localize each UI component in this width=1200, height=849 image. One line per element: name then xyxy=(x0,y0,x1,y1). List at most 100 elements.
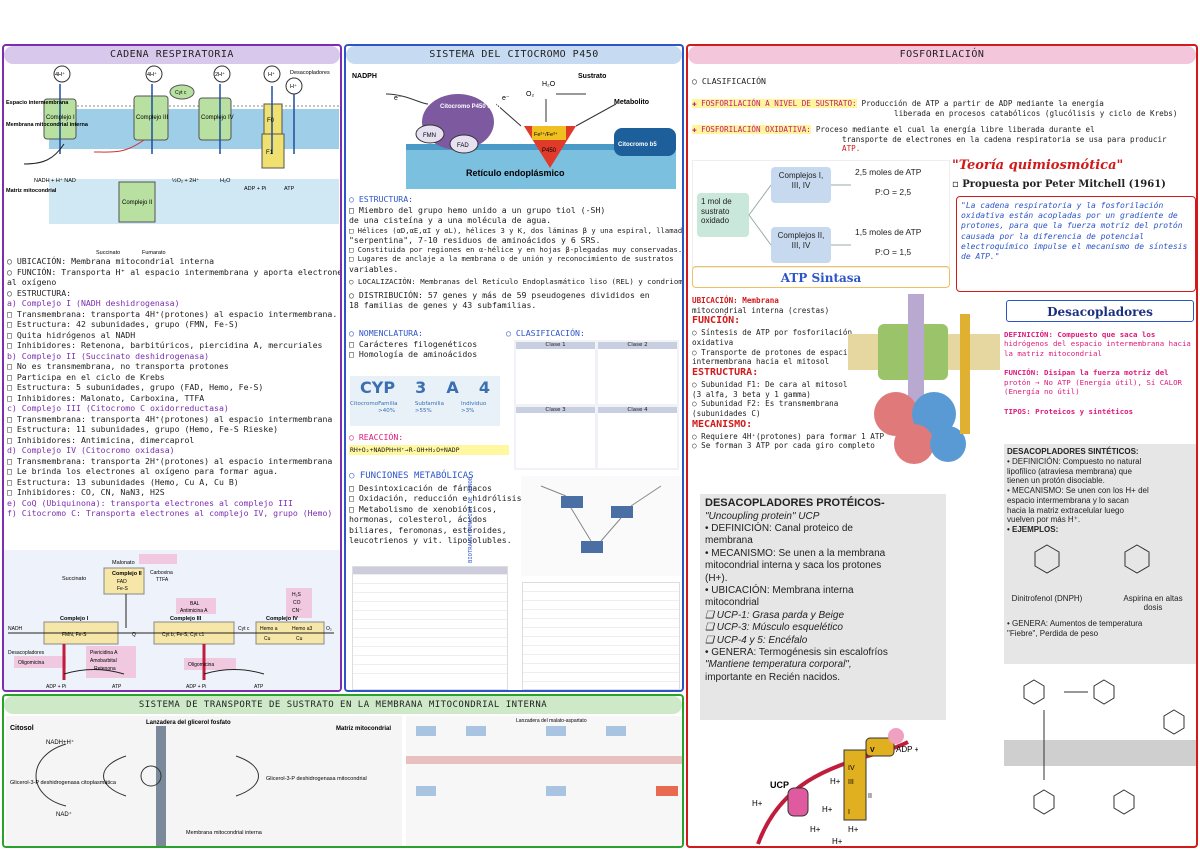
label-cytc: Cyt c xyxy=(175,90,187,96)
nomenclatura-item: □ Homología de aminoácidos xyxy=(349,349,478,359)
quote-line: "La cadena respiratoria y la fosforilaci… xyxy=(961,201,1164,210)
lanzaderas-panel: SISTEMA DE TRANSPORTE DE SUSTRATO EN LA … xyxy=(2,694,684,848)
cyp-funciones: ○ FUNCIONES METABÓLICAS □ Desintoxicació… xyxy=(349,471,522,546)
label-espacio: Espacio intermembrana xyxy=(6,100,69,106)
teoria-block: "Teoría quimiosmótica" ▫ Propuesta por P… xyxy=(952,158,1196,191)
scheme-amob: Amobarbital xyxy=(90,658,117,664)
cyp-estructura-line: "serpentina", 7-10 residuos de aminoácid… xyxy=(349,234,601,245)
label-nadh: NADH + H⁺ NAD xyxy=(34,177,76,184)
fosfo-oxidativa: ✚ FOSFORILACIÓN OXIDATIVA: Proceso media… xyxy=(692,124,1196,154)
nomenclatura-item: □ Carácteres filogenéticos xyxy=(349,338,478,349)
ucp-box: DESACOPLADORES PROTÉICOS- "Uncoupling pr… xyxy=(700,494,946,720)
teoria-title: "Teoría quimiosmótica" xyxy=(952,158,1124,173)
scheme-hemo3: Hemo a3 xyxy=(292,626,313,632)
cyp-estructura-line: □ Lugares de anclaje a la membrana o de … xyxy=(349,254,674,264)
scheme-adp2: ADP + Pi xyxy=(186,684,206,690)
ucp-fig-adp: ADP +Pi xyxy=(896,745,918,754)
label-o2: ½O₂ + 2H⁺ xyxy=(172,177,199,184)
ucp-fig-h: H+ xyxy=(822,805,833,814)
sint-line: vuelven por más H⁺. xyxy=(1007,515,1081,525)
cadena-line: □ Estructura: 42 subunidades, grupo (FMN… xyxy=(7,319,239,329)
desac-def: DEFINICIÓN: Compuesto que saca los xyxy=(1004,330,1156,339)
nivel-text-1: Producción de ATP a partir de ADP median… xyxy=(861,99,1104,108)
ucp-fig-i: I xyxy=(848,809,850,816)
scheme-pier: Piericidina A xyxy=(90,650,118,656)
cadena-respiratoria-panel: CADENA RESPIRATORIA Espacio intermembran… xyxy=(2,44,342,692)
cyp-nomenclatura: ○ NOMENCLATURA: □ Carácteres filogenétic… xyxy=(349,328,499,360)
cadena-line: □ Inhibidores: Retenona, barbitúricos, p… xyxy=(7,340,323,350)
label-membrana: Membrana mitocondrial interna xyxy=(6,122,89,128)
fig-metabolito: Metabolito xyxy=(614,99,649,106)
fig-reticulo: Retículo endoplásmico xyxy=(466,168,565,178)
ucp-fig-ii: II xyxy=(868,793,872,800)
scheme-cu: Cu xyxy=(264,636,271,642)
oxidativa-text-1: Proceso mediante el cual la energía libr… xyxy=(815,125,1095,134)
fig-fe: Fe²⁺/Fe³⁺ xyxy=(534,131,558,138)
sintasa-line: ○ Transporte de protones de espacio xyxy=(692,347,853,357)
ucp-line: importante en Recién nacidos. xyxy=(705,671,841,683)
cyp-code-lc: Subfamilia >55% xyxy=(414,401,444,414)
cyp-code-ld: Individuo >3% xyxy=(460,401,487,414)
label-matriz: Matriz mitocondrial xyxy=(6,188,57,194)
propuesta: ▫ Propuesta por Peter Mitchell (1961) xyxy=(952,178,1166,190)
sint-line: hacia la matriz extracelular luego xyxy=(1007,505,1124,515)
label-succinato: Succinato xyxy=(96,250,120,256)
fig-b5: Citocromo b5 xyxy=(618,142,657,148)
sintasa-line: ○ Subunidad F2: Es transmembrana xyxy=(692,399,839,409)
cadena-line: □ Estructura: 13 subunidades (Hemo, Cu A… xyxy=(7,476,239,487)
clase-header: Clase 1 xyxy=(516,342,595,349)
label-c4: Complejo IV xyxy=(201,115,234,121)
scheme-fad: FAD xyxy=(117,579,127,585)
sint-title: DESACOPLADORES SINTÉTICOS: xyxy=(1007,447,1139,456)
clase-header: Clase 2 xyxy=(598,342,677,349)
cadena-line: □ Transmembrana: transporta 4H⁺(protones… xyxy=(7,413,333,424)
scheme-succinato: Succinato xyxy=(62,576,86,582)
fosforilacion-panel: FOSFORILACIÓN ○ CLASIFICACIÓN ✚ FOSFORIL… xyxy=(686,44,1198,848)
cyp-estructura-title: ○ ESTRUCTURA: xyxy=(349,194,414,204)
desac-tipos: TIPOS: Proteicos y sintéticos xyxy=(1004,406,1134,416)
scheme-atp2: ATP xyxy=(254,684,264,690)
atp-yield-figure: 1 mol de sustrato oxidado Complejos I, I… xyxy=(692,160,950,268)
lanz-malato: Lanzadera del malato-aspartato xyxy=(516,718,587,724)
cyp-code-a: CYP xyxy=(360,378,396,397)
ucp-line: ❑ UCP-4 y 5: Encéfalo xyxy=(705,634,808,646)
ucp-line: • GENERA: Termogénesis sin escalofríos xyxy=(705,646,888,658)
label-2h: 2H⁺ xyxy=(215,71,225,78)
ucp-fig-iii: III xyxy=(848,779,854,786)
label-h2o: H₂O xyxy=(220,178,231,184)
ucp-line: membrana xyxy=(705,535,753,547)
clasificacion-label: ○ CLASIFICACIÓN xyxy=(692,76,766,86)
cadena-line: ○ FUNCIÓN: Transporta H⁺ al espacio inte… xyxy=(7,266,342,277)
ucp-fig-iv: IV xyxy=(848,765,855,772)
desac-fun: (Energía no útil) xyxy=(1004,387,1080,397)
desac-title: Desacopladores xyxy=(1006,300,1194,322)
sint-line: tienen un protón disociable. xyxy=(1007,476,1105,486)
sint-line: espacio intermembrana y lo sacan xyxy=(1007,495,1129,505)
sintasa-line: (3 alfa, 3 beta y 1 gamma) xyxy=(692,389,811,399)
cyp-reaccion: ○ REACCIÓN: RH+O₂+NADPH+H⁺→R-OH+H₂O+NADP xyxy=(349,432,509,455)
mol-box: 1 mol de sustrato oxidado xyxy=(697,193,749,237)
cadena-line: □ Participa en el ciclo de Krebs xyxy=(7,371,165,382)
label-atp: ATP xyxy=(284,186,295,192)
fig-sustrato: Sustrato xyxy=(578,73,606,80)
sintasa-line: (subunidades C) xyxy=(692,409,761,419)
cadena-line: □ Inhibidores: Antimicina, dimercaprol xyxy=(7,434,195,445)
sint-line: • DEFINICIÓN: Compuesto no natural xyxy=(1007,456,1142,466)
cadena-line: d) Complejo IV (Citocromo oxidasa) xyxy=(7,445,175,455)
oxidativa-label: ✚ FOSFORILACIÓN OXIDATIVA: xyxy=(692,125,811,134)
cyp-code-d: 4 xyxy=(478,378,490,397)
sintasa-notes: UBICACIÓN: Membrana mitocondrial interna… xyxy=(692,296,884,451)
atp-2: 1,5 moles de ATP xyxy=(855,227,922,237)
funcion-item: □ Metabolismo de xenobióticos, xyxy=(349,503,497,514)
clase-header: Clase 3 xyxy=(516,406,595,414)
label-adp: ADP + Pi xyxy=(244,186,266,192)
scheme-carboxina: Carboxina xyxy=(150,570,173,576)
cyp-code-la: Citocromo xyxy=(350,401,379,408)
scheme-complejo-i: Complejo I xyxy=(60,616,89,622)
sintasa-line: UBICACIÓN: Membrana xyxy=(692,296,779,305)
sintasa-line: ESTRUCTURA: xyxy=(692,367,759,379)
cadena-line: a) Complejo I (NADH deshidrogenasa) xyxy=(7,298,180,308)
ucp-line: • MECANISMO: Se unen a la membrana xyxy=(705,547,886,559)
cadena-line: al oxígeno xyxy=(7,277,57,287)
label-4h-a: 4H⁺ xyxy=(55,71,65,78)
